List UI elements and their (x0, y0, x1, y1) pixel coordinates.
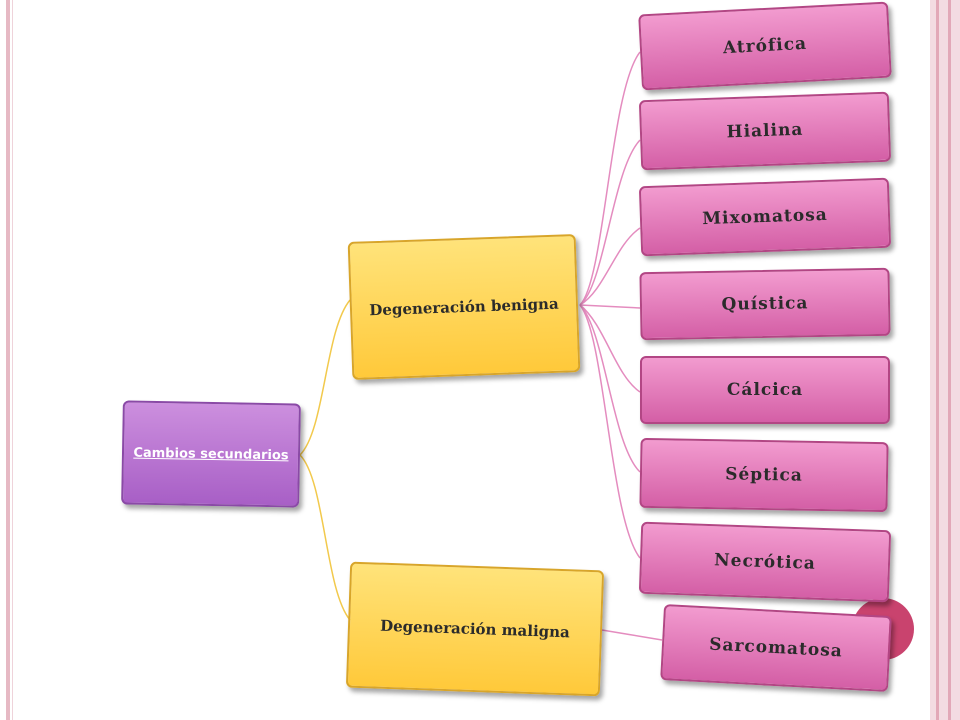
leaf-node-label: Cálcica (726, 380, 804, 400)
right-frame-stripe (948, 0, 951, 720)
branch-node-label: Degeneración benigna (369, 294, 559, 320)
left-frame-line (6, 0, 10, 720)
leaf-node-atrofica: Atrófica (638, 1, 892, 91)
leaf-node-sarcomatosa: Sarcomatosa (660, 604, 892, 692)
leaf-node-label: Hialina (726, 119, 804, 143)
root-node: Cambios secundarios (121, 400, 301, 508)
leaf-node-mixomatosa: Mixomatosa (638, 177, 892, 257)
connector-root-maligna (299, 454, 351, 621)
connector-maligna-sarcomatosa (601, 629, 663, 641)
leaf-node-quistica: Quística (639, 267, 891, 341)
right-frame-band (930, 0, 960, 720)
leaf-node-label: Atrófica (722, 33, 808, 59)
left-frame-line-thin (12, 0, 13, 720)
connectors-benigna-leaves (579, 51, 641, 559)
leaf-node-necrotica: Necrótica (638, 521, 892, 603)
leaf-node-label: Mixomatosa (701, 204, 829, 230)
leaf-node-label: Quística (721, 293, 809, 315)
leaf-node-calcica: Cálcica (640, 356, 890, 424)
right-frame-stripe (936, 0, 939, 720)
branch-node-benigna: Degeneración benigna (347, 234, 581, 380)
branch-node-maligna: Degeneración maligna (345, 561, 605, 697)
leaf-node-hialina: Hialina (638, 91, 892, 171)
connector-root-benigna (299, 299, 351, 456)
leaf-node-label: Necrótica (713, 550, 817, 574)
leaf-node-label: Sarcomatosa (708, 634, 844, 662)
leaf-node-label: Séptica (725, 464, 803, 486)
leaf-node-septica: Séptica (639, 437, 889, 513)
root-node-label: Cambios secundarios (133, 445, 289, 463)
branch-node-label: Degeneración maligna (379, 616, 571, 642)
